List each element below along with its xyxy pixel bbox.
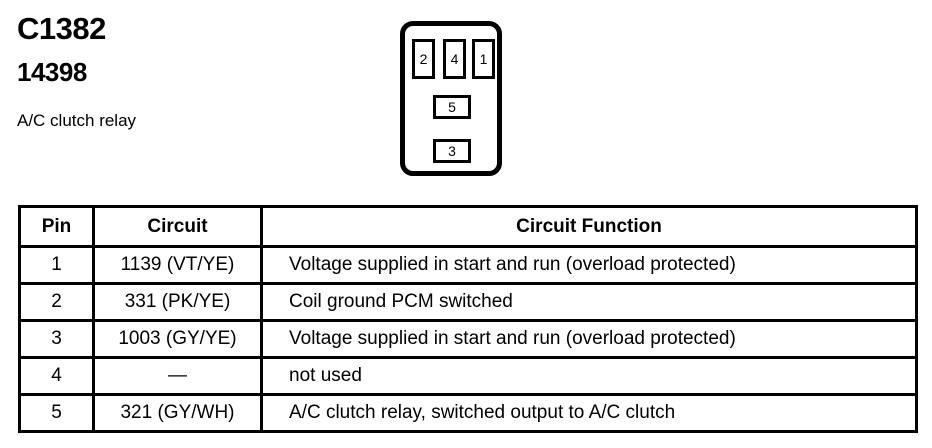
connector-pin-1: 1 xyxy=(472,39,495,79)
circuit-code: 1139 (VT/YE) xyxy=(92,245,263,285)
part-number: 14398 xyxy=(17,57,87,88)
connector-pin-2: 2 xyxy=(412,39,435,79)
table-row: 2 331 (PK/YE) Coil ground PCM switched xyxy=(18,282,918,322)
table-header-row: Pin Circuit Circuit Function xyxy=(18,205,918,248)
pin-number: 2 xyxy=(18,282,95,322)
column-header-circuit: Circuit xyxy=(92,205,263,248)
connector-pin-3: 3 xyxy=(433,139,471,163)
pin-number: 1 xyxy=(18,245,95,285)
table-row: 4 — not used xyxy=(18,356,918,396)
circuit-function: not used xyxy=(260,356,918,396)
column-header-circuit-function: Circuit Function xyxy=(260,205,918,248)
doc-header: C1382 14398 A/C clutch relay xyxy=(17,11,137,131)
circuit-function: Voltage supplied in start and run (overl… xyxy=(260,319,918,359)
pinout-table: Pin Circuit Circuit Function 1 1139 (VT/… xyxy=(18,205,918,433)
pin-number: 4 xyxy=(18,356,95,396)
connector-description: A/C clutch relay xyxy=(17,110,137,130)
circuit-function: A/C clutch relay, switched output to A/C… xyxy=(260,393,918,433)
circuit-code: 331 (PK/YE) xyxy=(92,282,263,322)
circuit-function: Voltage supplied in start and run (overl… xyxy=(260,245,918,285)
connector-id: C1382 xyxy=(17,11,106,46)
table-row: 1 1139 (VT/YE) Voltage supplied in start… xyxy=(18,245,918,285)
table-row: 5 321 (GY/WH) A/C clutch relay, switched… xyxy=(18,393,918,433)
table-row: 3 1003 (GY/YE) Voltage supplied in start… xyxy=(18,319,918,359)
pin-number: 3 xyxy=(18,319,95,359)
connector-pin-4: 4 xyxy=(443,39,466,79)
circuit-code: 1003 (GY/YE) xyxy=(92,319,263,359)
circuit-code: 321 (GY/WH) xyxy=(92,393,263,433)
connector-face-diagram: 2 4 1 5 3 xyxy=(400,21,502,176)
connector-pin-5: 5 xyxy=(433,95,471,119)
column-header-pin: Pin xyxy=(18,205,95,248)
circuit-function: Coil ground PCM switched xyxy=(260,282,918,322)
pin-number: 5 xyxy=(18,393,95,433)
circuit-code: — xyxy=(92,356,263,396)
